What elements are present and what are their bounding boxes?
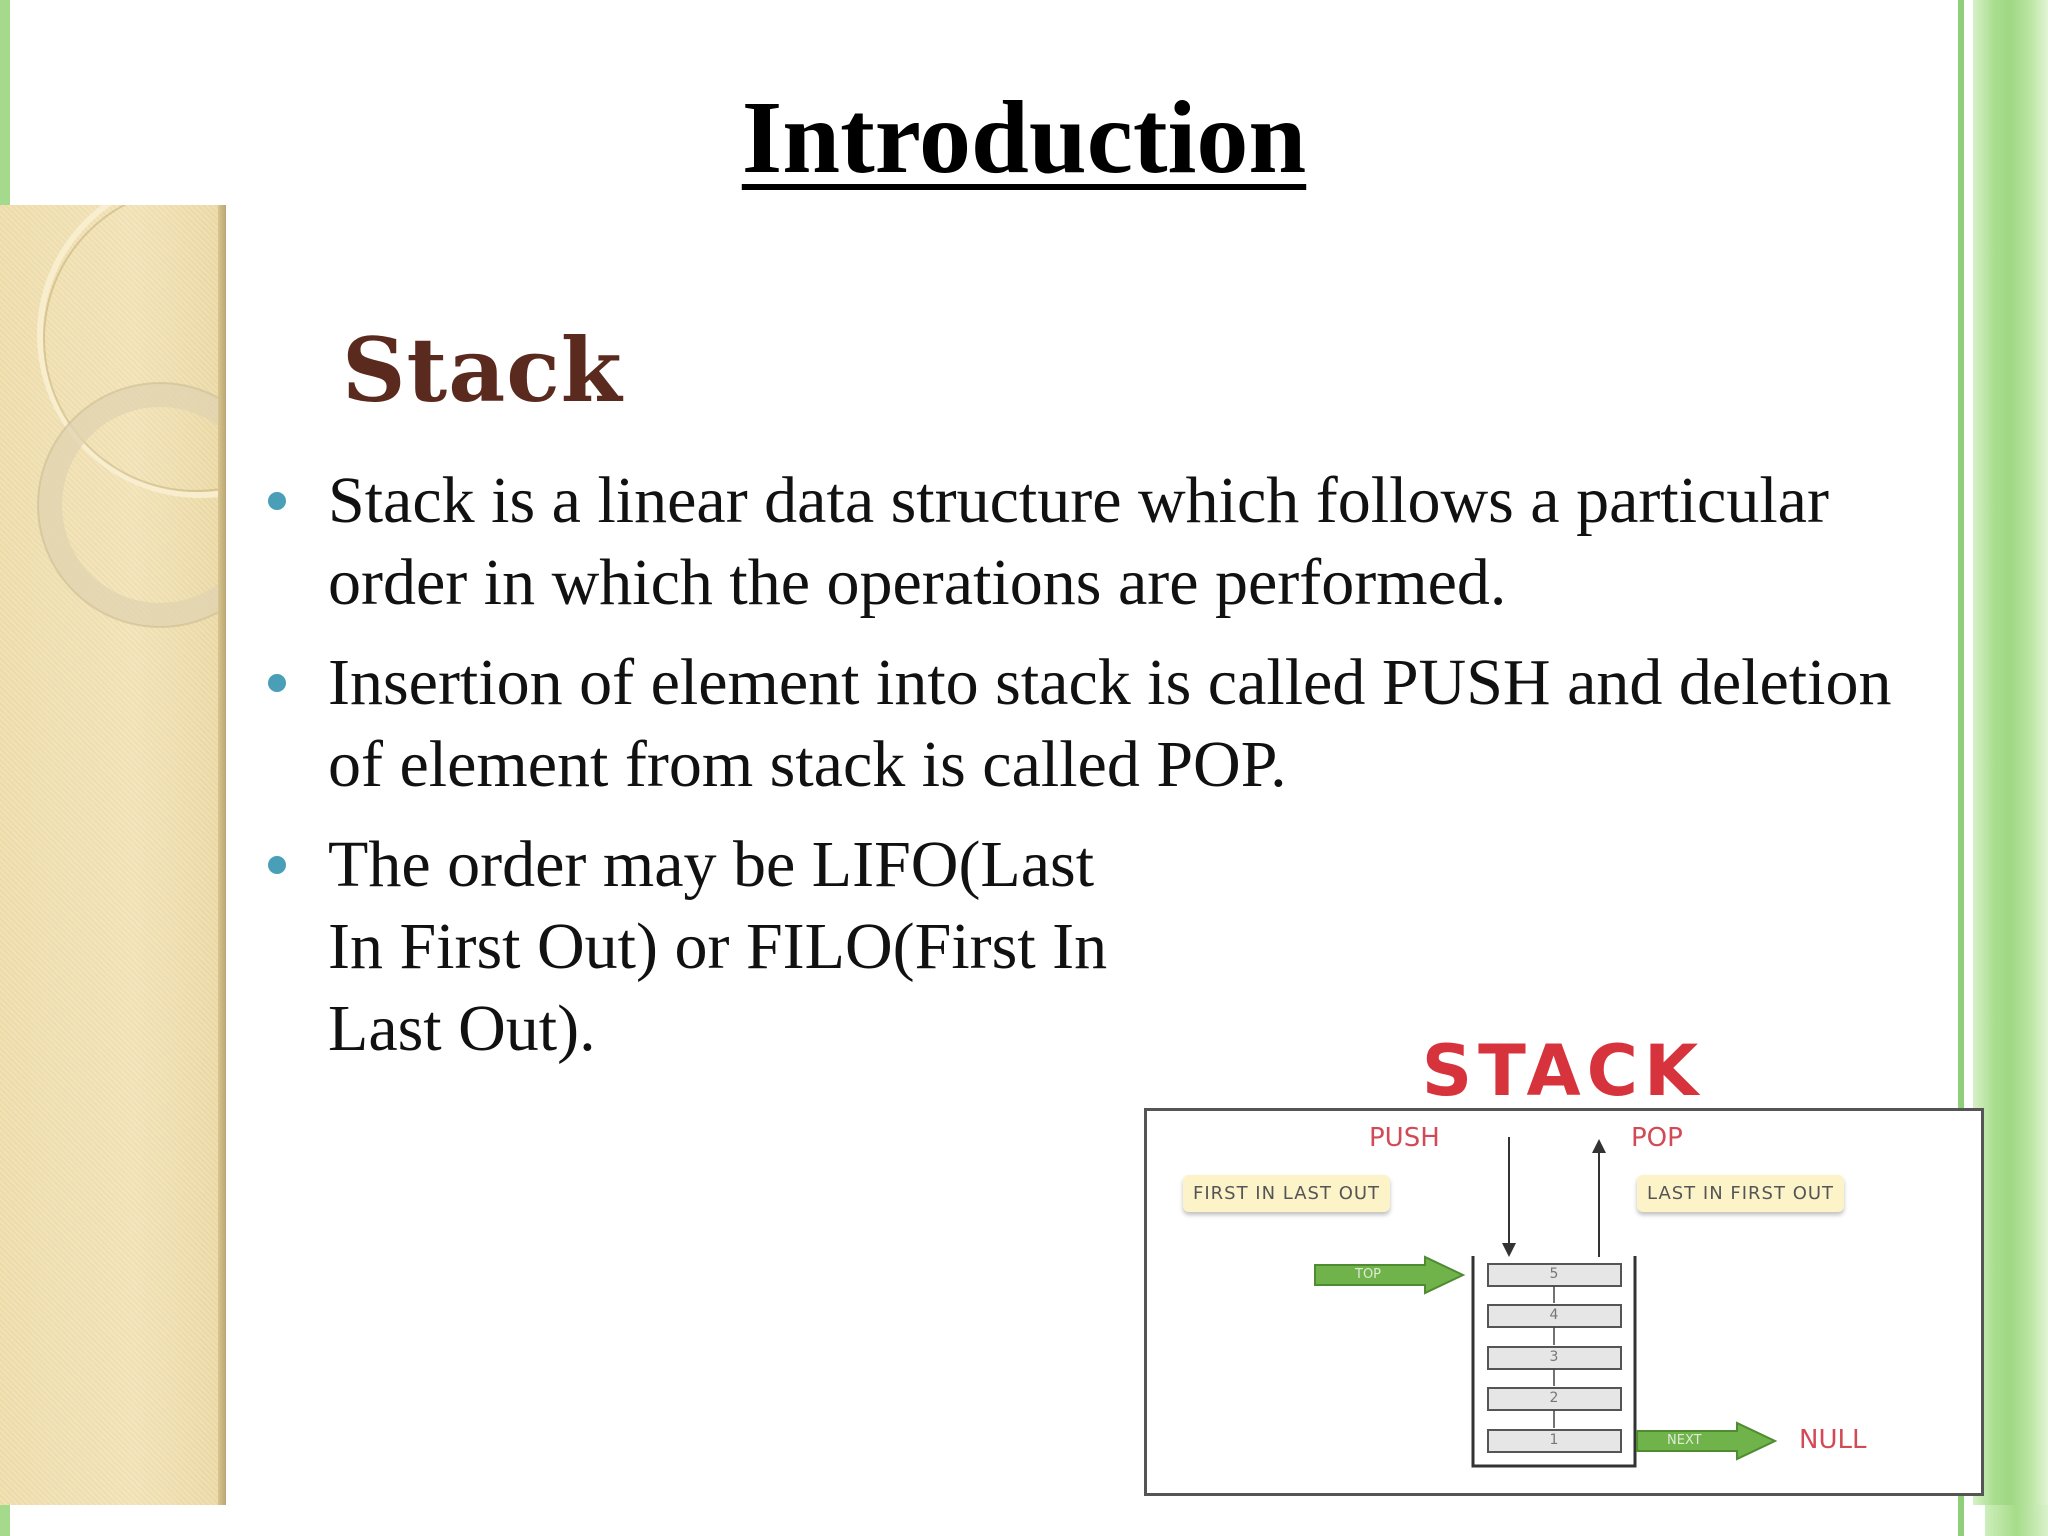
- push-arrowhead-icon: [1502, 1243, 1516, 1257]
- stack-cell-label: 2: [1549, 1390, 1559, 1406]
- bottom-right-stripe-wide: [1985, 1505, 2048, 1536]
- stack-diagram-title: STACK: [1421, 1030, 1705, 1112]
- bottom-right-stripe-thin: [1958, 1505, 1964, 1536]
- null-label: NULL: [1799, 1425, 1867, 1455]
- circle-decoration-icon: [37, 205, 224, 628]
- stack-cell-label: 5: [1549, 1266, 1559, 1282]
- bullet-item: The order may be LIFO(Last In First Out)…: [268, 824, 1958, 1070]
- next-arrow-icon: [1636, 1421, 1778, 1461]
- last-in-first-out-tag: LAST IN FIRST OUT: [1637, 1175, 1845, 1212]
- bullet-list: Stack is a linear data structure which f…: [268, 460, 1958, 1088]
- left-border-stripe-bottom: [0, 1505, 10, 1536]
- bullet-dot-icon: [268, 492, 286, 510]
- slide-image: Stack Stack is a linear data structure w…: [0, 205, 1958, 1505]
- pop-arrowhead-icon: [1592, 1139, 1606, 1153]
- bullet-dot-icon: [268, 856, 286, 874]
- next-label: NEXT: [1667, 1433, 1702, 1448]
- section-heading: Stack: [342, 318, 623, 422]
- top-arrow-icon: [1314, 1255, 1466, 1295]
- right-border-stripe-thin: [1958, 0, 1964, 1536]
- stack-diagram: PUSH POP FIRST IN LAST OUT LAST IN FIRST…: [1144, 1108, 1984, 1496]
- bullet-item: Insertion of element into stack is calle…: [268, 642, 1958, 806]
- pop-label: POP: [1631, 1123, 1683, 1153]
- first-in-last-out-tag: FIRST IN LAST OUT: [1183, 1175, 1391, 1212]
- stack-cell-label: 4: [1549, 1307, 1559, 1323]
- stack-cell-label: 3: [1549, 1349, 1559, 1365]
- left-border-stripe: [0, 0, 10, 205]
- stack-diagram-drawing: [1314, 1137, 1778, 1468]
- slide-title: Introduction: [741, 80, 1307, 195]
- beige-side-panel: [0, 205, 226, 1505]
- bullet-dot-icon: [268, 674, 286, 692]
- stack-cells: [1487, 1263, 1622, 1453]
- stack-cell-label: 1: [1549, 1432, 1559, 1448]
- beige-panel-edge: [218, 205, 226, 1505]
- top-label: TOP: [1355, 1267, 1382, 1282]
- bullet-item: Stack is a linear data structure which f…: [268, 460, 1958, 624]
- stack-container: [1471, 1256, 1637, 1468]
- push-label: PUSH: [1369, 1123, 1440, 1153]
- right-border-stripe-wide: [1973, 0, 2048, 1536]
